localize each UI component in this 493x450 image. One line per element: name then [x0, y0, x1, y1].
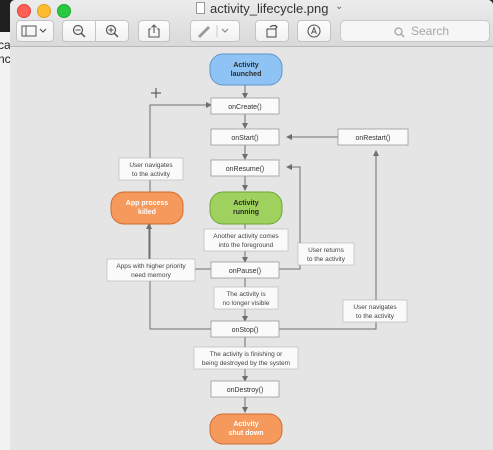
note-text: Apps with higher priority [116, 263, 186, 270]
state-activity-running: Activity running [209, 191, 283, 225]
note-text: to the activity [132, 171, 171, 178]
lifecycle-diagram: Activity launched Activity running App p… [106, 53, 409, 445]
callback-on-start: onStart() [210, 128, 280, 146]
sidebar-icon [21, 25, 47, 37]
note-text: to the activity [307, 256, 346, 263]
plus-icon [151, 88, 161, 98]
markup-button[interactable] [190, 20, 240, 42]
close-window-button[interactable] [17, 4, 31, 18]
preview-window: activity_lifecycle.png ⌄ [10, 0, 493, 450]
callback-on-resume: onResume() [210, 159, 280, 177]
callback-label: onDestroy() [227, 387, 264, 394]
note-text: User returns [308, 247, 345, 254]
state-label: Activity [233, 62, 258, 69]
callback-on-restart: onRestart() [337, 128, 409, 146]
note-text: to the activity [356, 313, 395, 320]
rotate-button[interactable] [255, 20, 289, 42]
callback-on-stop: onStop() [210, 320, 280, 338]
note-text: into the foreground [219, 242, 274, 249]
state-label: launched [231, 71, 262, 78]
state-label: running [233, 209, 259, 216]
note-text: no longer visible [223, 300, 270, 307]
note-text: The activity is finishing or [210, 351, 283, 358]
note-text: Another activity comes [213, 233, 279, 240]
note-higher-priority: Apps with higher priority need memory [106, 258, 196, 282]
state-activity-launched: Activity launched [209, 53, 283, 86]
note-user-returns: User returns to the activity [297, 242, 355, 266]
search-field[interactable] [340, 20, 490, 42]
note-text: need memory [131, 272, 171, 279]
pen-icon [198, 25, 229, 38]
window-title[interactable]: activity_lifecycle.png [210, 1, 329, 16]
state-label: Activity [233, 200, 258, 207]
state-label: App process [126, 200, 169, 207]
state-activity-shut-down: Activity shut down [209, 413, 283, 445]
annotate-button[interactable] [297, 20, 331, 42]
document-icon [196, 2, 205, 14]
image-viewer: Activity launched Activity running App p… [10, 47, 493, 450]
search-icon [394, 25, 405, 43]
share-button[interactable] [138, 20, 170, 42]
callback-label: onStop() [232, 327, 259, 334]
note-user-navigates-right: User navigates to the activity [342, 299, 408, 323]
state-label: Activity [233, 421, 258, 428]
search-input[interactable] [411, 24, 481, 38]
minimize-window-button[interactable] [37, 4, 51, 18]
zoom-in-icon [105, 24, 119, 38]
callback-on-pause: onPause() [210, 261, 280, 279]
state-app-process-killed: App process killed [110, 191, 184, 225]
zoom-in-button[interactable] [95, 20, 129, 42]
callback-label: onRestart() [355, 135, 390, 142]
sidebar-view-button[interactable] [16, 20, 54, 42]
note-finishing: The activity is finishing or being destr… [193, 346, 299, 370]
note-no-longer-visible: The activity is no longer visible [213, 286, 279, 310]
zoom-out-icon [72, 24, 86, 38]
background-window-text: nc [0, 52, 11, 66]
maximize-window-button[interactable] [57, 4, 71, 18]
zoom-out-button[interactable] [62, 20, 96, 42]
note-text: User navigates [129, 162, 173, 169]
callback-label: onPause() [229, 268, 261, 275]
callback-on-destroy: onDestroy() [210, 380, 280, 398]
callback-label: onStart() [231, 135, 258, 142]
note-text: User navigates [353, 304, 397, 311]
share-icon [148, 24, 160, 38]
note-text: The activity is [226, 291, 266, 298]
annotate-icon [307, 24, 321, 38]
rotate-icon [266, 24, 278, 38]
chevron-down-icon[interactable]: ⌄ [335, 1, 344, 12]
note-text: being destroyed by the system [202, 360, 290, 367]
note-user-navigates-top: User navigates to the activity [118, 157, 184, 181]
callback-label: onCreate() [228, 104, 261, 111]
state-label: shut down [229, 430, 264, 437]
callback-on-create: onCreate() [210, 97, 280, 115]
note-another-activity: Another activity comes into the foregrou… [203, 228, 289, 252]
background-window-text: ca [0, 38, 11, 52]
state-label: killed [138, 209, 156, 216]
callback-label: onResume() [226, 166, 265, 173]
title-bar: activity_lifecycle.png ⌄ [10, 0, 493, 47]
